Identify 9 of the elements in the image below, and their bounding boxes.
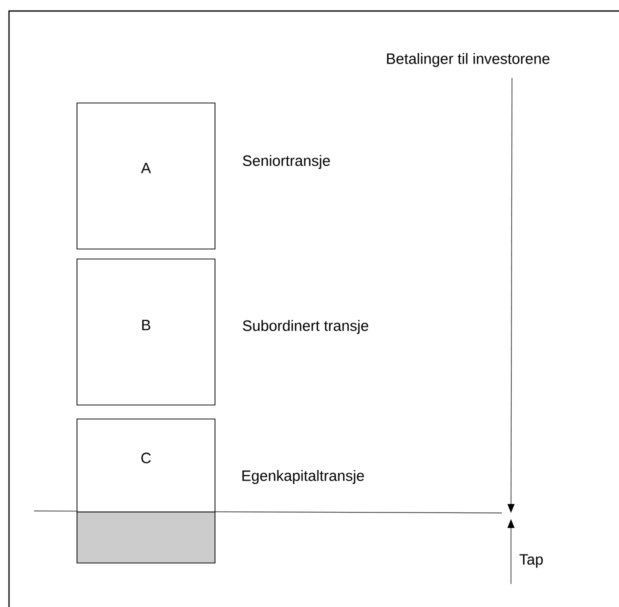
tranche-label: Subordinert transje bbox=[242, 320, 368, 334]
tranche-label: Egenkapitaltransje bbox=[242, 470, 364, 484]
tranche-box: A bbox=[76, 102, 216, 250]
loss-box bbox=[76, 512, 216, 564]
loss-label: Tap bbox=[520, 554, 543, 568]
tranche-label: Seniortransje bbox=[242, 155, 330, 169]
tranche-box: B bbox=[76, 258, 216, 406]
heading-text: Betalinger til investorene bbox=[387, 53, 550, 67]
tranche-box: C bbox=[76, 418, 216, 512]
